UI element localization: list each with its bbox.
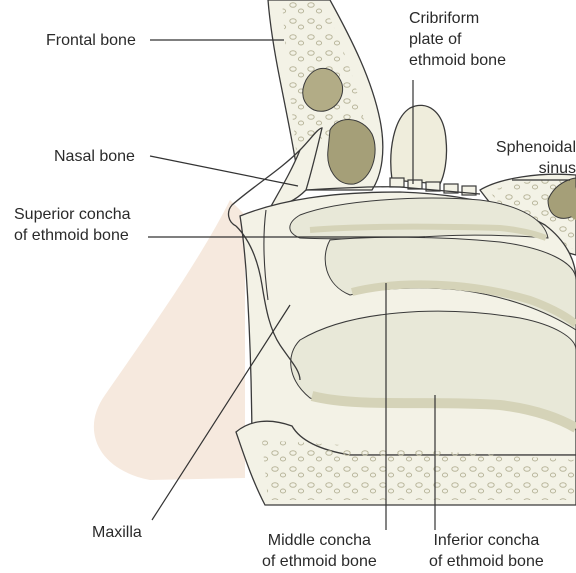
crista-galli	[391, 105, 447, 184]
label-maxilla: Maxilla	[92, 522, 142, 543]
label-inferior-concha: Inferior concha of ethmoid bone	[429, 530, 544, 572]
frontal-sinus-lower	[328, 120, 375, 185]
label-cribriform-plate: Cribriform plate of ethmoid bone	[409, 8, 506, 71]
label-middle-concha: Middle concha of ethmoid bone	[262, 530, 377, 572]
label-sphenoidal-sinus: Sphenoidal sinus	[490, 137, 576, 179]
label-nasal-bone: Nasal bone	[54, 146, 135, 167]
label-frontal-bone: Frontal bone	[46, 30, 136, 51]
label-superior-concha: Superior concha of ethmoid bone	[14, 204, 131, 246]
